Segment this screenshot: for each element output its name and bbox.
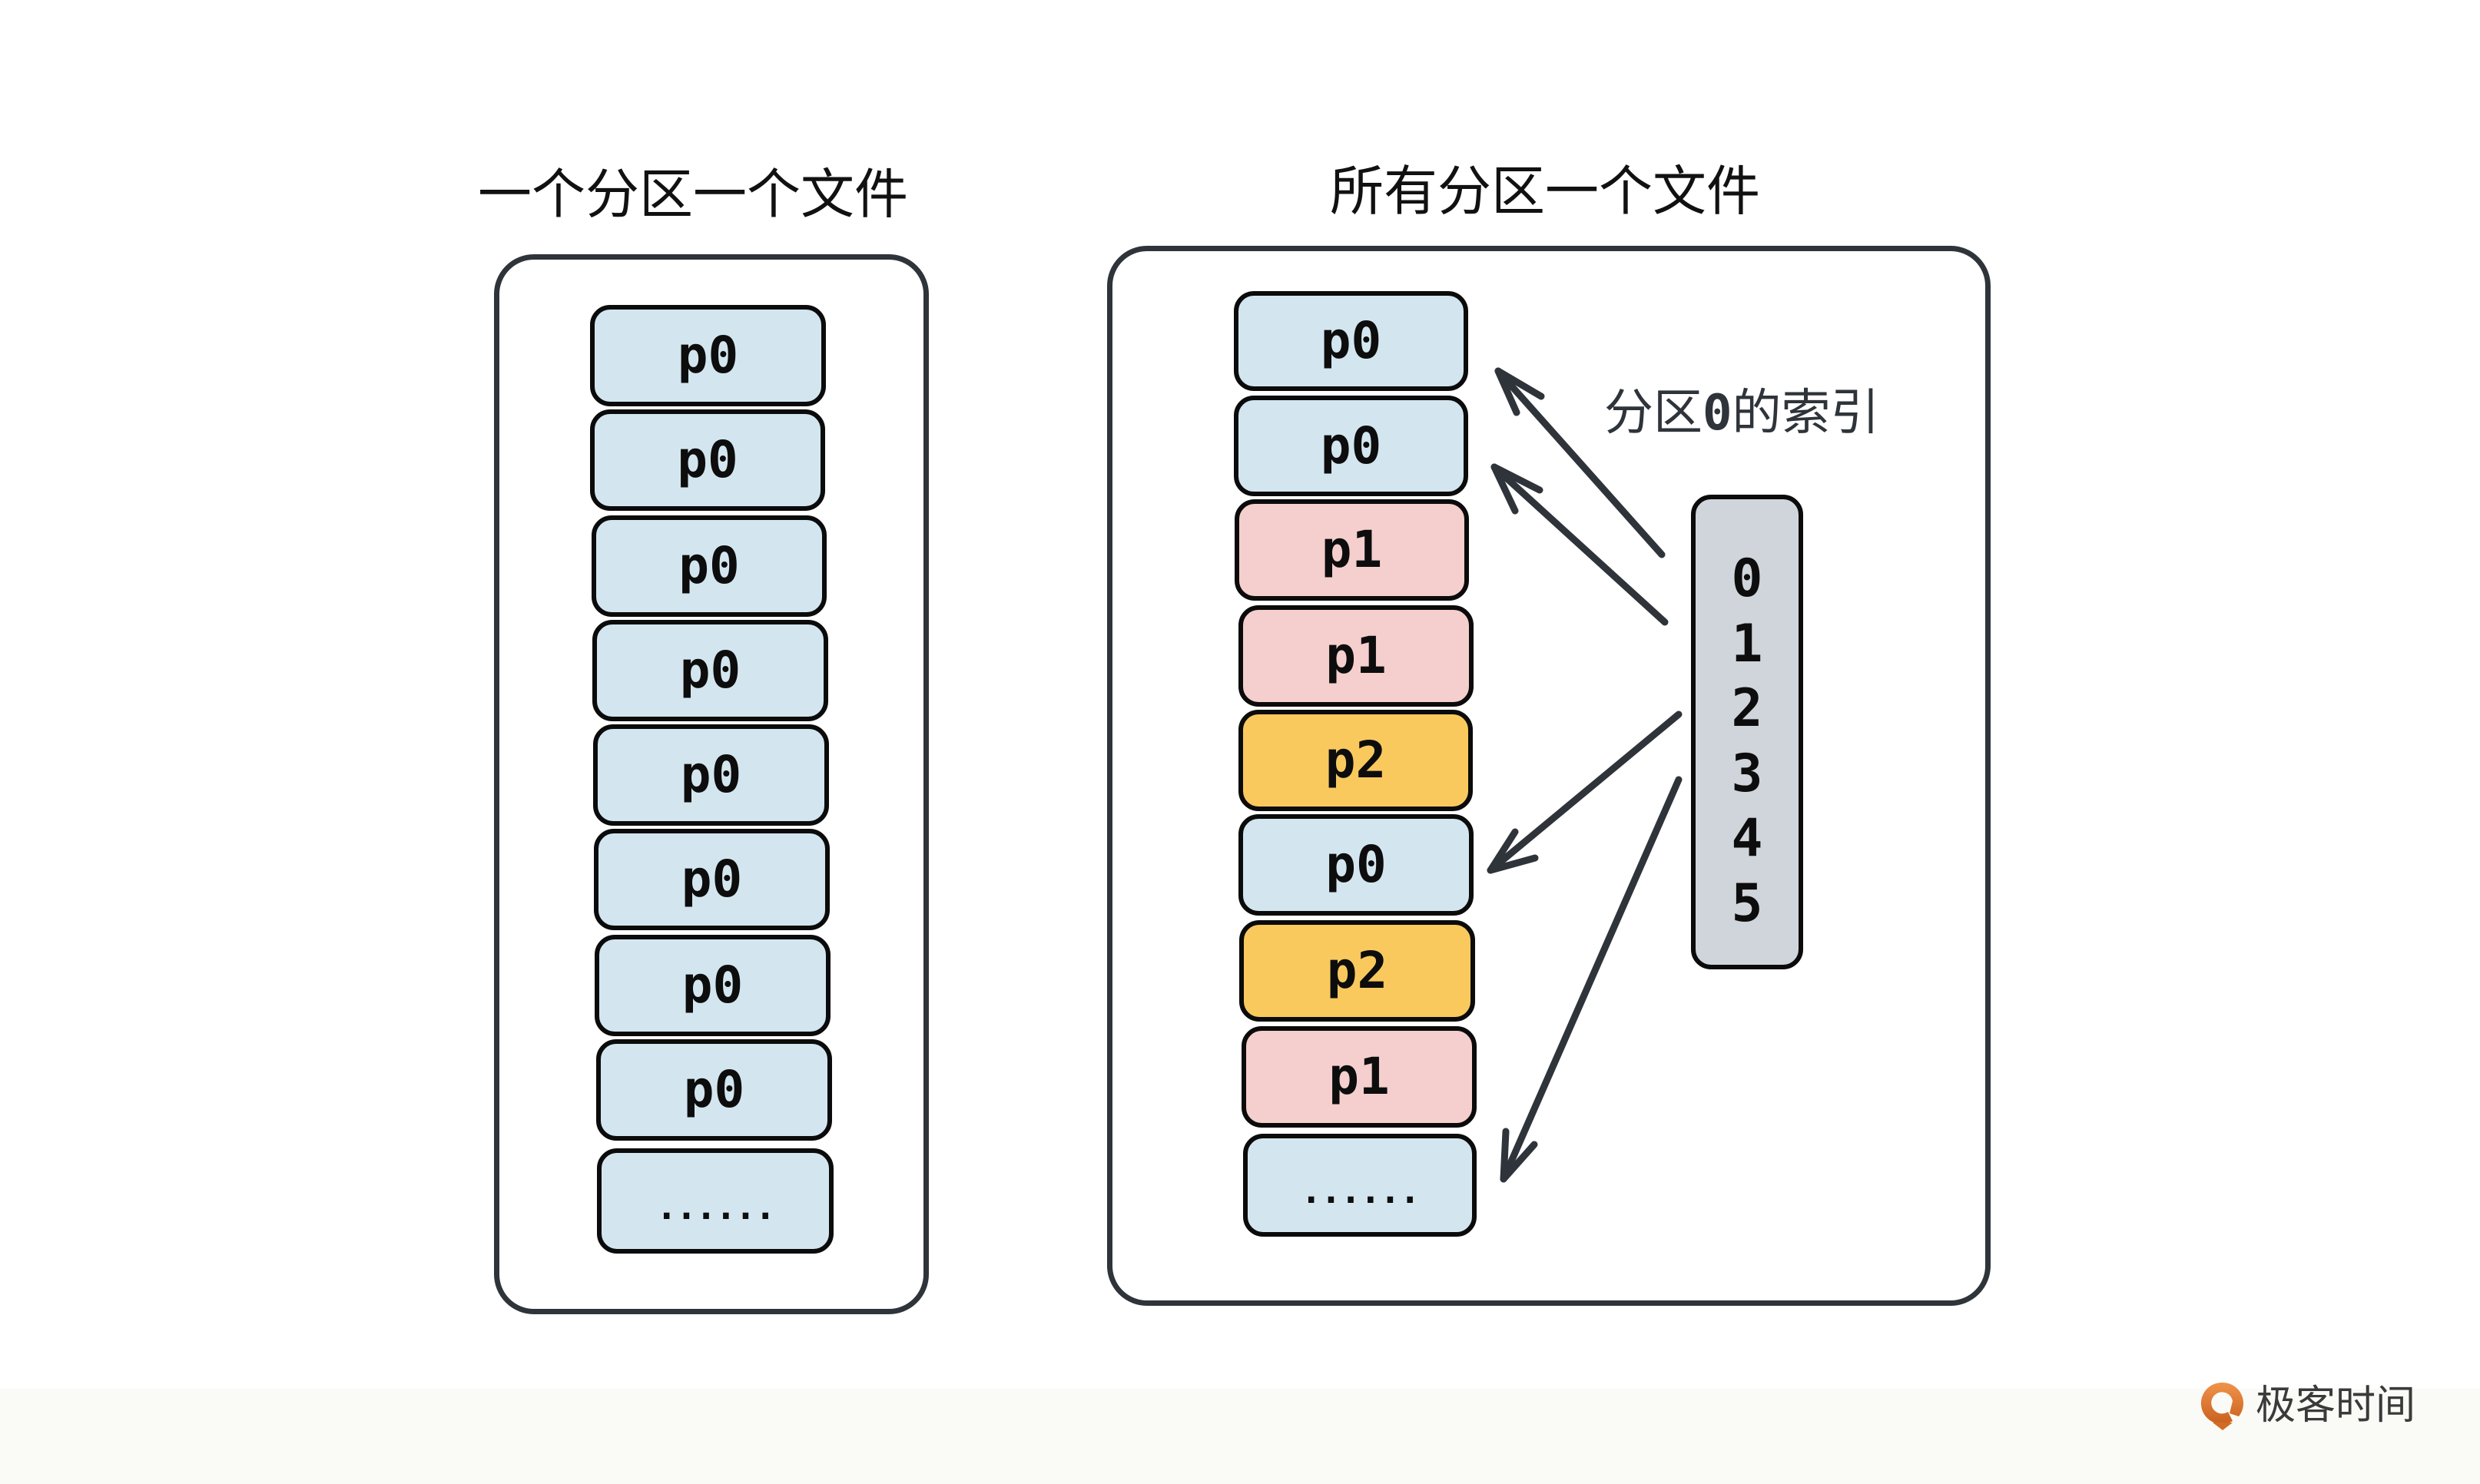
brand-logo: 极客时间 [2199,1380,2415,1432]
right-cell-p0: p0 [1234,291,1468,391]
right-cell-p2: p2 [1238,710,1473,811]
footer-band [0,1389,2480,1484]
right-cell-p0: p0 [1234,396,1468,496]
index-entry: 4 [1731,808,1763,869]
left-cell-p0: p0 [592,515,827,617]
right-cell-p1: p1 [1235,499,1469,601]
right-cell-p0: ...... [1243,1134,1477,1237]
index-label-suffix: 的索引 [1732,385,1880,442]
brand-name: 极客时间 [2256,1383,2416,1429]
right-cell-p1: p1 [1242,1026,1477,1128]
index-entry: 5 [1731,873,1763,934]
left-cell-p0: p0 [592,620,828,721]
left-cell-p0: p0 [594,829,830,930]
index-entry: 3 [1731,743,1763,804]
left-cell-p0: p0 [596,1039,832,1141]
index-label-prefix: 分区 [1604,385,1703,442]
right-cell-p1: p1 [1238,605,1474,707]
left-cell-p0: p0 [593,724,829,826]
left-cell-p0: ...... [597,1148,834,1254]
left-cell-p0: p0 [595,935,831,1036]
geektime-logo-icon [2200,1382,2244,1430]
index-entry: 0 [1731,548,1763,609]
index-label: 分区0的索引 [1604,389,1880,438]
left-panel-title: 一个分区一个文件 [478,163,908,226]
left-cell-p0: p0 [590,409,825,511]
index-entry: 2 [1731,678,1763,739]
index-label-partition: 0 [1703,385,1732,442]
right-cell-p2: p2 [1239,920,1475,1022]
left-cell-p0: p0 [590,305,826,406]
right-panel-title: 所有分区一个文件 [1330,160,1760,223]
right-cell-p0: p0 [1238,814,1474,916]
index-entry: 1 [1731,613,1763,674]
